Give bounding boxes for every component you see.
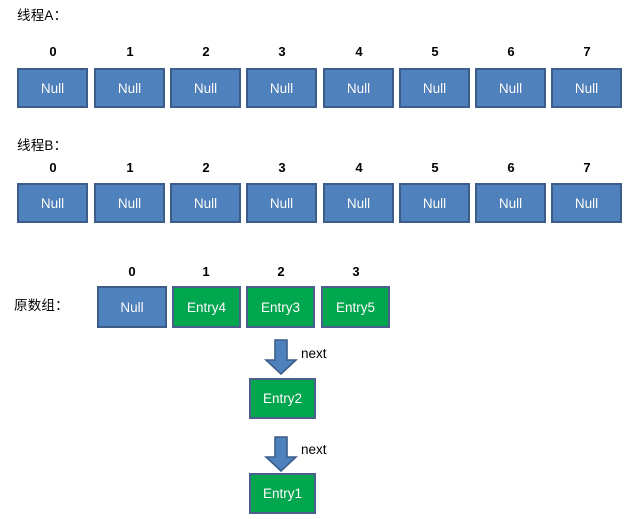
array-cell-a-7[interactable]: Null [551, 68, 622, 108]
array-cell-b-4[interactable]: Null [323, 183, 394, 223]
array-cell-a-2[interactable]: Null [170, 68, 241, 108]
index-label-b-5: 5 [431, 160, 439, 175]
array-cell-b-3[interactable]: Null [246, 183, 317, 223]
index-label-b-7: 7 [583, 160, 591, 175]
array-cell-a-3[interactable]: Null [246, 68, 317, 108]
array-cell-a-5[interactable]: Null [399, 68, 470, 108]
array-cell-b-0[interactable]: Null [17, 183, 88, 223]
array-cell-b-1[interactable]: Null [94, 183, 165, 223]
array-cell-orig-3[interactable]: Entry5 [321, 286, 390, 328]
array-cell-a-4[interactable]: Null [323, 68, 394, 108]
array-cell-b-6[interactable]: Null [475, 183, 546, 223]
index-label-b-2: 2 [202, 160, 210, 175]
index-label-b-1: 1 [126, 160, 134, 175]
index-label-orig-0: 0 [128, 264, 136, 279]
section-label-thread-b: 线程B： [17, 138, 68, 153]
next-arrow-2-icon [264, 436, 298, 472]
index-label-a-1: 1 [126, 44, 134, 59]
index-label-a-5: 5 [431, 44, 439, 59]
index-label-orig-3: 3 [352, 264, 360, 279]
array-cell-orig-1[interactable]: Entry4 [172, 286, 241, 328]
chain-node-entry2[interactable]: Entry2 [249, 378, 316, 419]
index-label-a-7: 7 [583, 44, 591, 59]
array-cell-orig-0[interactable]: Null [97, 286, 167, 328]
next-arrow-1-icon [264, 339, 298, 375]
index-label-a-4: 4 [355, 44, 363, 59]
section-label-original-array: 原数组： [14, 298, 69, 313]
array-cell-orig-2[interactable]: Entry3 [246, 286, 315, 328]
array-cell-b-7[interactable]: Null [551, 183, 622, 223]
index-label-b-0: 0 [49, 160, 57, 175]
array-cell-b-2[interactable]: Null [170, 183, 241, 223]
chain-node-entry1[interactable]: Entry1 [249, 473, 316, 514]
index-label-b-6: 6 [507, 160, 515, 175]
section-label-thread-a: 线程A： [17, 8, 68, 23]
array-cell-a-6[interactable]: Null [475, 68, 546, 108]
index-label-b-3: 3 [278, 160, 286, 175]
index-label-orig-2: 2 [277, 264, 285, 279]
index-label-a-0: 0 [49, 44, 57, 59]
array-cell-b-5[interactable]: Null [399, 183, 470, 223]
index-label-b-4: 4 [355, 160, 363, 175]
index-label-orig-1: 1 [202, 264, 210, 279]
next-arrow-1-label: next [301, 346, 327, 361]
array-cell-a-0[interactable]: Null [17, 68, 88, 108]
next-arrow-2-label: next [301, 442, 327, 457]
index-label-a-3: 3 [278, 44, 286, 59]
index-label-a-2: 2 [202, 44, 210, 59]
index-label-a-6: 6 [507, 44, 515, 59]
array-cell-a-1[interactable]: Null [94, 68, 165, 108]
